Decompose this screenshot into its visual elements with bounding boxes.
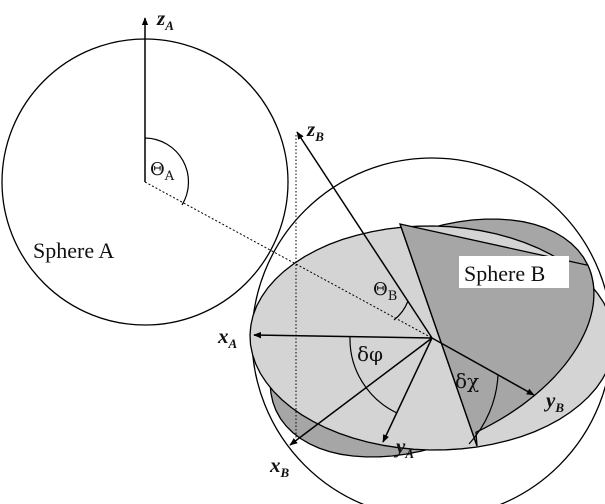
sphere-a-label: Sphere A <box>33 238 114 263</box>
dphi-label: δφ <box>357 342 383 366</box>
center-line <box>144 181 433 339</box>
dchi-label: δχ <box>455 369 479 393</box>
yB-axis <box>431 337 535 396</box>
xB-label: xB <box>269 453 290 480</box>
thetaA-arc <box>144 137 190 206</box>
dchi-arc <box>468 374 499 445</box>
xA-axis <box>253 331 433 339</box>
xA-label: xA <box>217 324 238 351</box>
sphere-b-label-box <box>459 256 569 288</box>
zB-label: zB <box>306 117 324 144</box>
thetaB-label: ΘB <box>373 279 397 304</box>
zB-axis <box>296 131 433 339</box>
yB-label: yB <box>543 388 564 415</box>
zA-label: zA <box>156 6 174 33</box>
dphi-arc <box>349 336 398 414</box>
yA-label: yA <box>393 434 414 461</box>
disk-boundary-line <box>399 223 478 447</box>
thetaA-label: ΘA <box>150 159 175 184</box>
thetaB-arc <box>393 300 409 321</box>
sphere-b-label: Sphere B <box>464 261 545 286</box>
xB-axis <box>289 337 433 446</box>
yA-axis <box>382 337 433 443</box>
